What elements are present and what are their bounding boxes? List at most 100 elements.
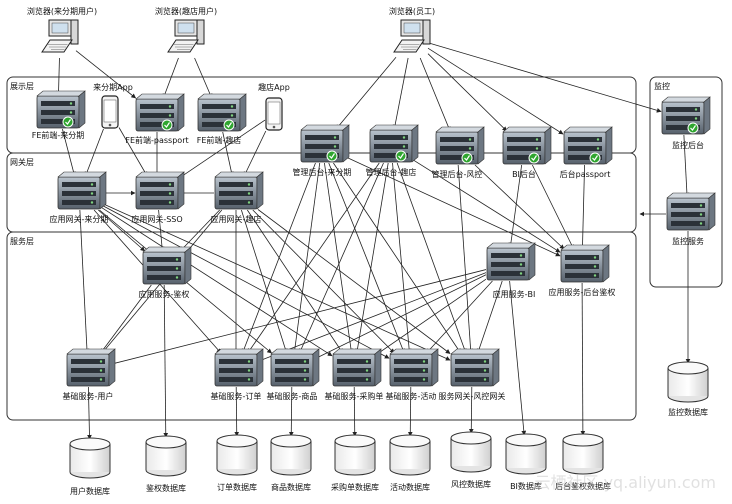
db-bi-icon [505,433,547,475]
admin-risk-icon [435,126,485,165]
base-order-icon [214,348,264,387]
db-auth-icon [145,435,187,477]
base-user-icon [66,348,116,387]
service-layer-label: 服务层 [10,236,34,246]
db-monitor-icon [667,361,709,403]
edge-fe_laifenqi-to-gw_laifenqi [62,128,76,177]
base-order-label: 基础服务-订单 [211,391,262,401]
edge-browser_staff-to-bi_admin [427,53,508,132]
bi-admin-label: BI后台 [512,169,536,179]
app-admin-auth-icon [560,244,610,283]
base-user-label: 基础服务-用户 [63,391,114,401]
admin-qudian-label: 管理后台-趣店 [366,167,417,177]
edge-gw_qudian-to-base_activity [252,209,395,354]
edge-admin_laifenqi-to-app_admin_auth [343,155,561,257]
edge-gw_qudian-to-gw_risk [257,209,451,354]
edge-browser_staff-to-monitor_admin [427,42,662,113]
edge-admin_qudian-to-base_purchase [355,162,389,354]
base-goods-label: 基础服务-商品 [267,391,318,401]
admin-risk-label: 管理后台-风控 [432,169,483,179]
db-activity-icon [389,434,431,476]
edge-gw_laifenqi-to-app_auth [98,209,146,252]
edge-fe_qudian-to-gw_qudian [222,131,234,177]
monitor-service-label: 监控服务 [672,236,704,246]
bi-admin-icon [502,126,552,165]
edge-admin_laifenqi-to-base_purchase [324,162,354,354]
edge-app_auth-to-db_auth [163,284,169,438]
edge-browser_staff-to-admin_laifenqi [335,56,397,130]
db-monitor-label: 监控数据库 [668,407,708,417]
edge-admin_laifenqi-to-base_goods [292,162,321,354]
app-bi-label: 应用服务-BI [493,289,536,299]
db-admin-auth-icon [562,433,604,475]
app-qudian-icon [265,97,283,131]
edge-browser_staff-to-admin_passport [427,47,564,135]
gw-risk-icon [450,348,500,387]
edge-admin_qudian-to-base_goods [299,162,384,354]
edge-base_purchase-to-db_purchase [352,386,358,437]
edge-admin_laifenqi-to-gw_risk [333,162,461,354]
fe-passport-icon [135,93,185,132]
browser-store-label: 浏览器(趣店用户) [155,6,217,16]
edge-gw_qudian-to-base_purchase [247,209,343,354]
app-auth-label: 应用服务-鉴权 [139,289,190,299]
base-purchase-label: 基础服务-采购单 [325,391,384,401]
app-admin-auth-label: 应用服务-后台鉴权 [549,287,616,297]
edge-base_user-to-db_user [87,386,92,440]
gateway-layer-label: 网关层 [10,157,34,167]
edge-browser_staff-to-admin_qudian [392,57,409,130]
base-goods-icon [270,348,320,387]
db-auth-label: 鉴权数据库 [146,483,186,493]
app-qudian-label: 趣店App [258,82,290,92]
edge-admin_risk-to-gw_risk [457,164,473,354]
edge-admin_qudian-to-app_admin_auth [412,159,561,253]
gw-sso-icon [135,171,185,210]
edge-bi_admin-to-app_admin_auth [531,164,575,250]
edge-app_laifenqi-to-gw_sso [118,127,148,177]
edge-monitor_admin-to-monitor_service [683,134,690,198]
db-purchase-label: 采购单数据库 [331,482,379,492]
edge-gw_qudian-to-base_goods [240,209,288,354]
edge-browser_user-to-fe_passport [75,50,137,99]
edge-gw_laifenqi-to-base_purchase [100,206,333,357]
edge-gw_risk-to-db_risk [468,386,474,434]
admin-passport-icon [563,126,613,165]
edge-admin_laifenqi-to-base_order [241,162,316,354]
edge-browser_user-to-fe_laifenqi [56,57,61,96]
db-order-icon [216,434,258,476]
app-auth-icon [142,246,192,285]
gw-laifenqi-label: 应用网关-来分期 [50,214,109,224]
db-risk-icon [450,431,492,473]
db-goods-label: 商品数据库 [271,482,311,492]
gw-risk-label: 服务网关-风控网关 [439,391,506,401]
edge-gw_qudian-to-app_auth [179,209,220,252]
monitor-layer-label: 监控 [654,81,670,91]
db-user-icon [69,437,111,479]
display-layer-label: 展示层 [10,82,34,91]
fe-laifenqi-label: FE前端-来分期 [32,130,85,140]
fe-laifenqi-icon [36,90,86,129]
edge-gw_laifenqi-to-gw_risk [100,202,451,361]
node-icons [36,19,716,479]
edge-browser_staff-to-admin_risk [419,57,451,132]
browser-user-label: 浏览器(来分期用户) [27,6,97,16]
edge-app_auth-to-base_user [100,284,152,354]
db-purchase-icon [334,434,376,476]
edge-gw_laifenqi-to-base_activity [100,204,390,359]
service-layer-box [6,231,637,421]
watermark-text: 云栖社区 yq.aliyun.com [534,473,716,492]
edge-app_bi-to-gw_risk [476,280,503,354]
edge-app_qudian-to-gw_sso [178,119,266,179]
edge-app_bi-to-base_user [109,269,487,366]
admin-laifenqi-label: 管理后台-来分期 [293,167,352,177]
db-goods-icon [270,434,312,476]
gw-sso-label: 应用网关-SSO [131,214,182,224]
gw-qudian-label: 应用网关-趣店 [211,214,262,224]
app-laifenqi-icon [101,95,119,129]
edge-browser_store-to-fe_qudian [194,57,213,99]
db-risk-label: 风控数据库 [451,479,491,489]
db-user-label: 用户数据库 [70,486,110,496]
edge-admin_passport-to-app_admin_auth [580,164,585,250]
db-activity-label: 活动数据库 [390,482,430,492]
